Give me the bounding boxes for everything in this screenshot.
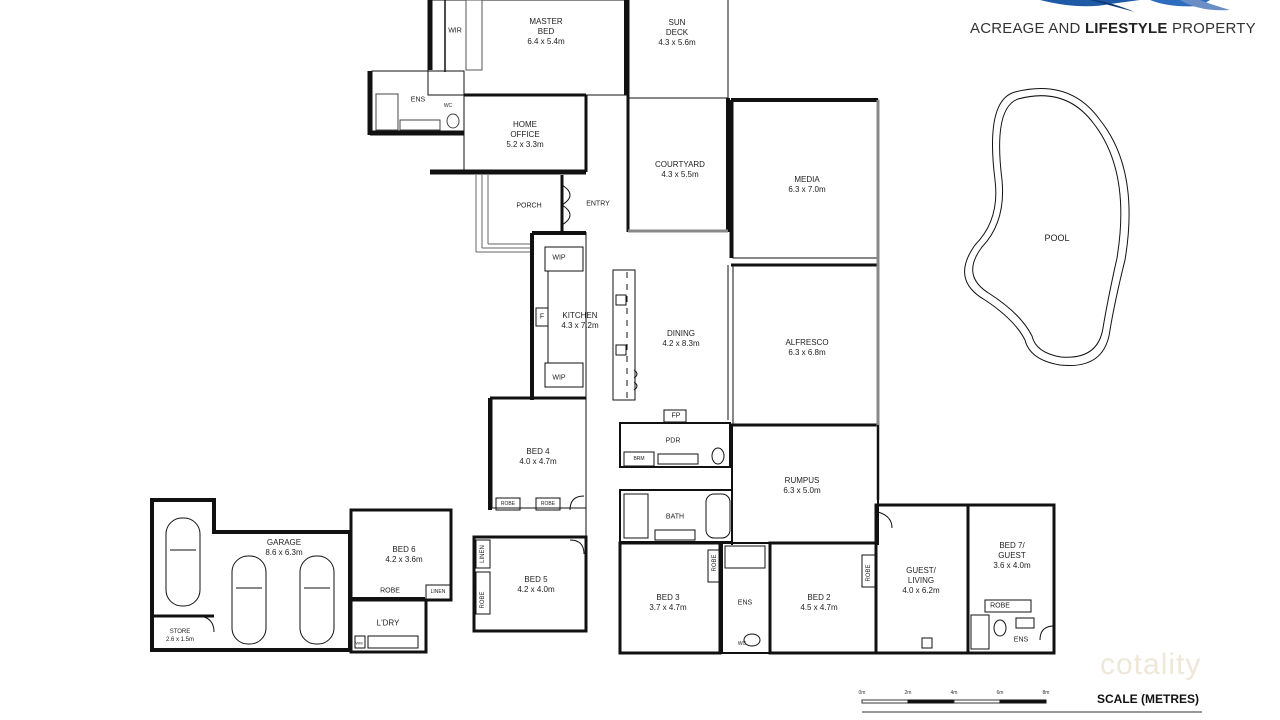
label-wir: WIR <box>448 27 462 35</box>
label-fridge: F <box>539 313 545 321</box>
label-bath: BATH <box>665 513 685 521</box>
scale-bar <box>861 699 1202 713</box>
label-robe-bed3: ROBE <box>712 554 718 572</box>
label-ens-master: ENS <box>410 96 426 104</box>
label-brm: BRM <box>633 456 645 462</box>
bed3-ensuite <box>721 542 771 654</box>
bed4-room <box>488 396 587 511</box>
bed7-room <box>966 503 1056 655</box>
powder-room <box>619 422 731 468</box>
label-wip-bottom: WIP <box>552 374 566 382</box>
media-room <box>729 98 880 259</box>
label-robe-bed7: ROBE <box>990 602 1010 610</box>
alfresco-area <box>731 258 880 500</box>
label-wm: WM <box>355 640 363 646</box>
master-ensuite <box>367 70 465 136</box>
label-wc-master: WC <box>443 103 453 109</box>
label-wc-bed3: WC <box>737 641 747 647</box>
scale-tick-2: 2m <box>904 690 912 696</box>
label-robe-bed2: ROBE <box>866 564 872 582</box>
label-ens-bed7: ENS <box>1013 636 1029 644</box>
courtyard-area <box>626 97 730 233</box>
sun-deck-area <box>626 0 729 99</box>
label-wip-top: WIP <box>552 254 566 262</box>
label-porch: PORCH <box>516 202 542 210</box>
laundry-room <box>349 598 428 654</box>
master-bed-room <box>427 0 629 96</box>
label-entry: ENTRY <box>586 200 610 208</box>
label-pdr: PDR <box>665 437 681 445</box>
label-robe-bed4-b: ROBE <box>540 501 556 507</box>
label-pool: POOL <box>1044 233 1070 243</box>
dining-area <box>585 232 729 570</box>
label-fp: FP <box>671 412 681 420</box>
wave-swoosh-logo-icon <box>1040 0 1230 12</box>
label-linen-b: LINEN <box>480 545 486 563</box>
bed5-room <box>472 535 588 633</box>
scale-tick-8: 8m <box>1042 690 1050 696</box>
scale-tick-4: 4m <box>950 690 958 696</box>
label-ldry: L'DRY <box>376 618 400 628</box>
label-ens-bed3: ENS <box>737 599 753 607</box>
scale-tick-6: 6m <box>996 690 1004 696</box>
label-linen-a: LINEN <box>430 589 446 595</box>
rumpus-room <box>731 425 893 545</box>
scale-title: SCALE (METRES) <box>1097 692 1199 706</box>
label-robe-bed4-a: ROBE <box>500 501 516 507</box>
home-office-room <box>430 93 588 175</box>
label-robe-bed5: ROBE <box>480 591 486 609</box>
car-icon <box>165 517 335 645</box>
company-brand: ACREAGE AND LIFESTYLE PROPERTY <box>970 20 1256 37</box>
kitchen-room <box>530 231 638 401</box>
watermark-text: cotality <box>1100 648 1202 681</box>
porch-area <box>475 175 571 253</box>
scale-tick-0: 0m <box>858 690 866 696</box>
label-robe-bed6: ROBE <box>380 587 400 595</box>
pool-area <box>964 88 1130 367</box>
